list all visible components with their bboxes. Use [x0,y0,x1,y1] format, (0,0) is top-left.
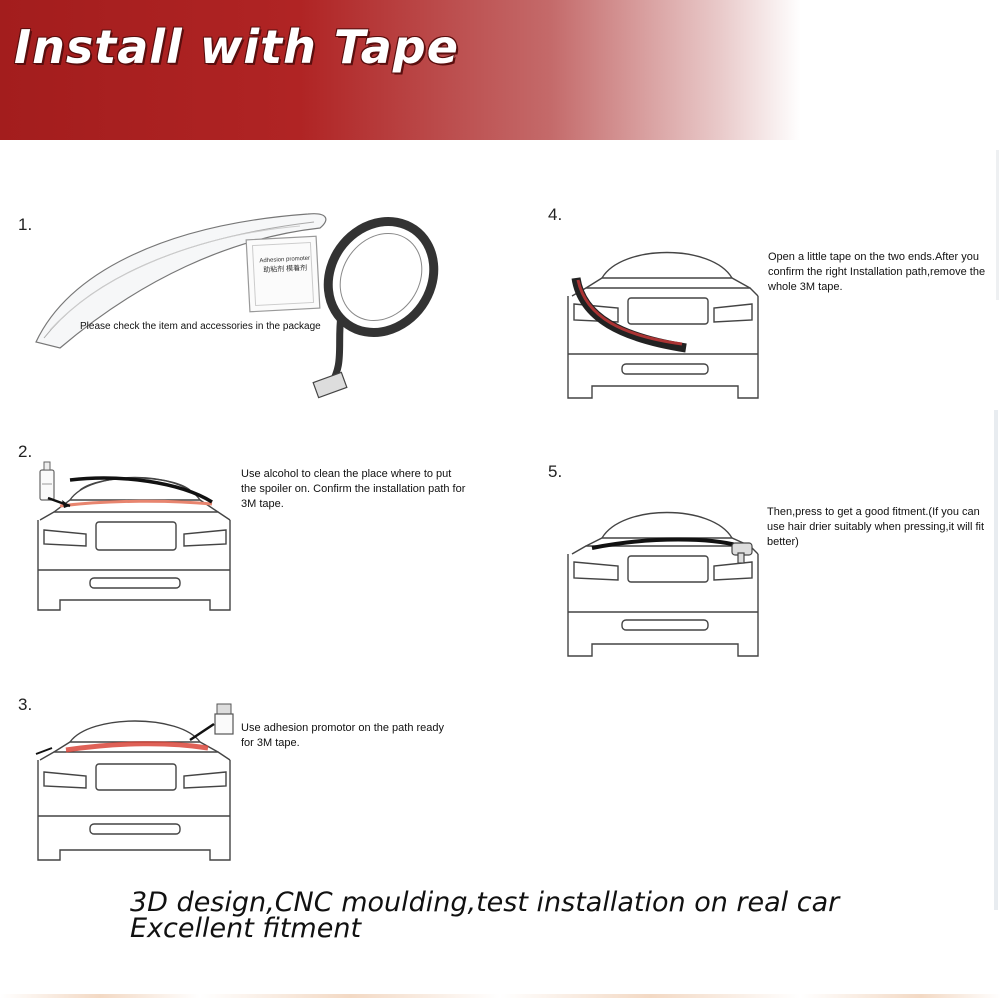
edge-strip [996,150,999,300]
packet-label: Adhesion promoter 助粘剂 模着剂 [259,255,311,275]
car-rear-illustration-step-2 [37,476,231,611]
adhesion-promoter-bottle-icon [214,703,234,735]
car-rear-illustration-step-4 [567,251,759,399]
bottom-edge-strip [0,994,1001,998]
car-rear-illustration-step-5 [567,511,759,657]
spoiler-illustration [35,213,327,349]
step-3-caption: Use adhesion promotor on the path ready … [241,722,445,749]
adhesion-promoter-packet [245,235,321,313]
alcohol-bottle-icon [39,461,55,501]
step-4-number: 4. [548,205,563,224]
step-1-caption: Please check the item and accessories in… [80,321,321,332]
step-4-caption: Open a little tape on the two ends.After… [768,251,986,293]
hair-drier-icon [731,542,753,564]
footer-text: 3D design,CNC moulding,test installation… [130,887,840,944]
car-rear-illustration-step-3 [35,720,231,861]
step-1-number: 1. [18,215,33,234]
footer-line-1: 3D design,CNC moulding,test installation… [130,887,840,918]
step-3-number: 3. [18,695,33,714]
footer-line-2: Excellent fitment [130,913,362,944]
tape-roll-icon [312,217,439,399]
step-2-number: 2. [18,442,33,461]
banner-title: Install with Tape [14,20,459,74]
title-banner: Install with Tape [0,0,1001,140]
edge-strip [994,410,998,910]
step-5-number: 5. [548,462,563,481]
step-5-caption: Then,press to get a good fitment.(If you… [767,506,985,548]
step-2-caption: Use alcohol to clean the place where to … [241,468,466,510]
